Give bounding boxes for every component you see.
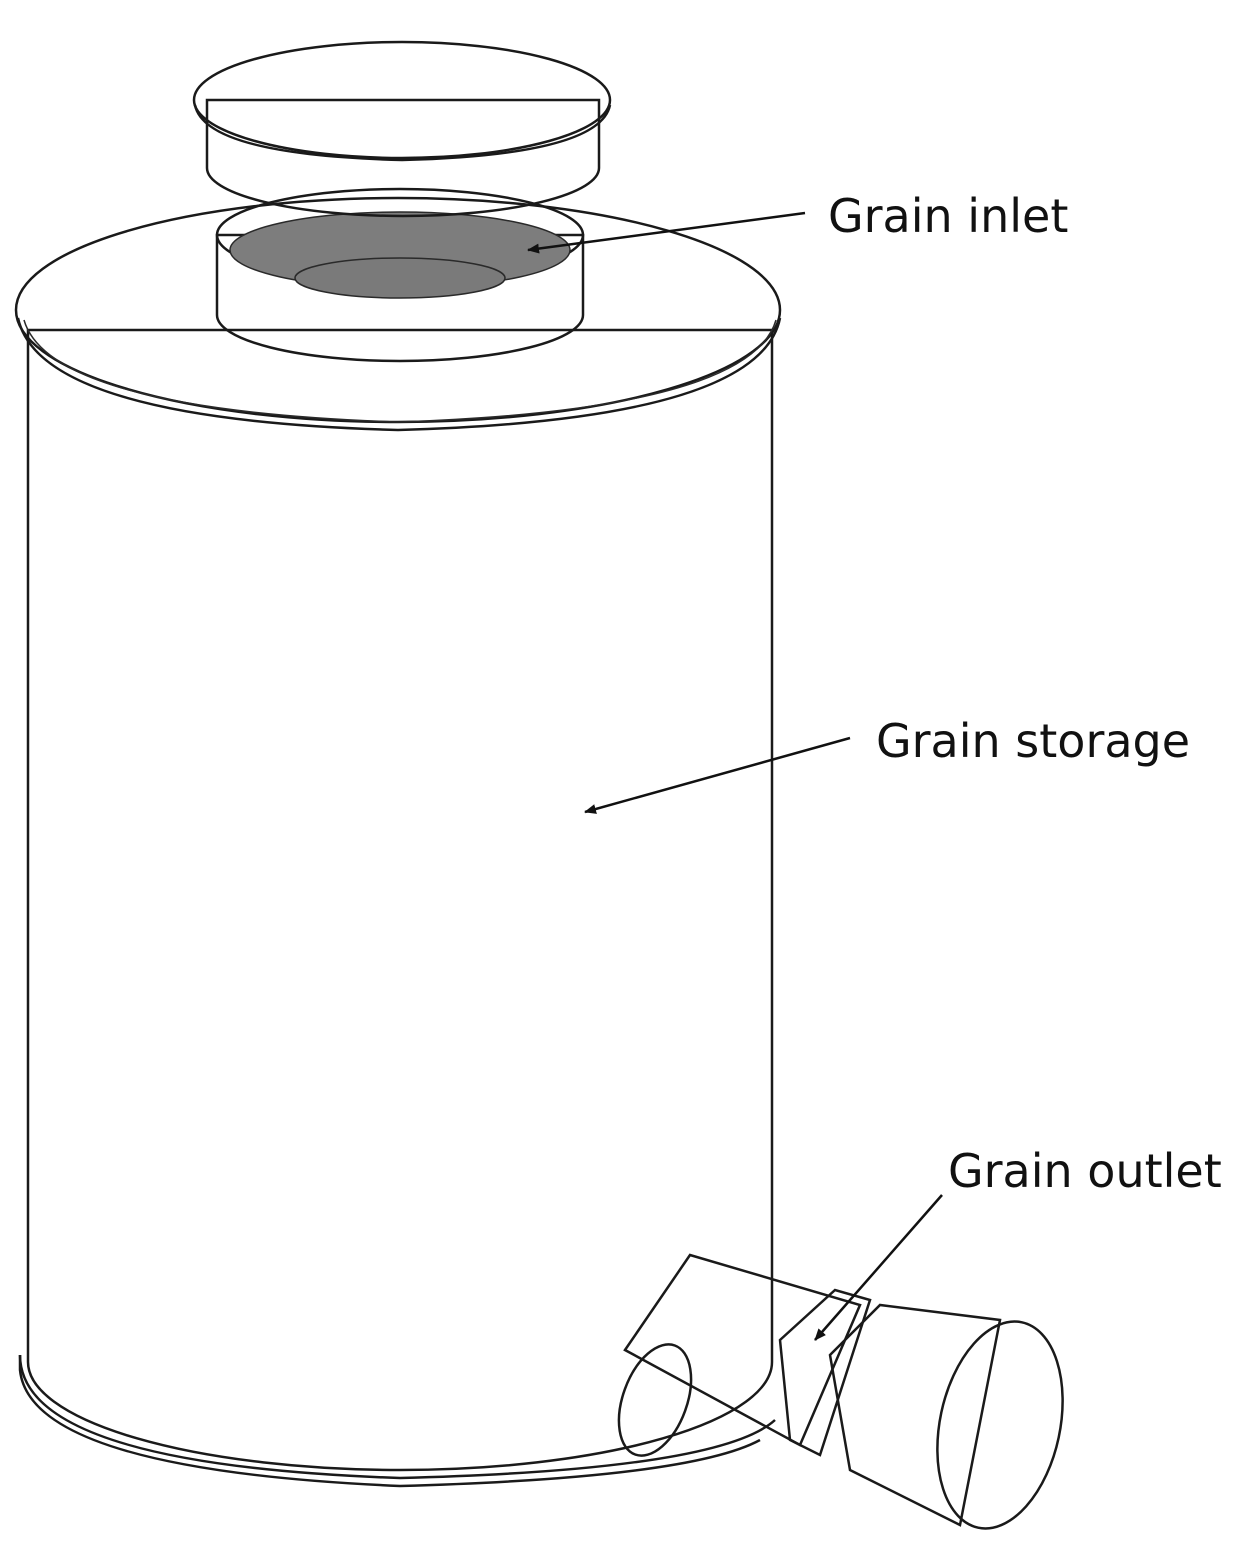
inlet-leader-arrow	[527, 211, 806, 254]
grain-outlet-label: Grain outlet	[948, 1144, 1222, 1198]
outlet-leader-arrow	[814, 1194, 943, 1341]
inlet-collar	[215, 187, 585, 363]
inlet-cap	[192, 40, 612, 218]
storage-leader-arrow	[584, 736, 851, 814]
bottom-flange	[18, 1354, 776, 1480]
grain-storage-label: Grain storage	[876, 714, 1190, 768]
outlet-pipe	[617, 1253, 1064, 1530]
top-lid	[14, 196, 782, 432]
storage-cylinder	[18, 328, 776, 1488]
grain-inlet-label: Grain inlet	[828, 189, 1068, 243]
